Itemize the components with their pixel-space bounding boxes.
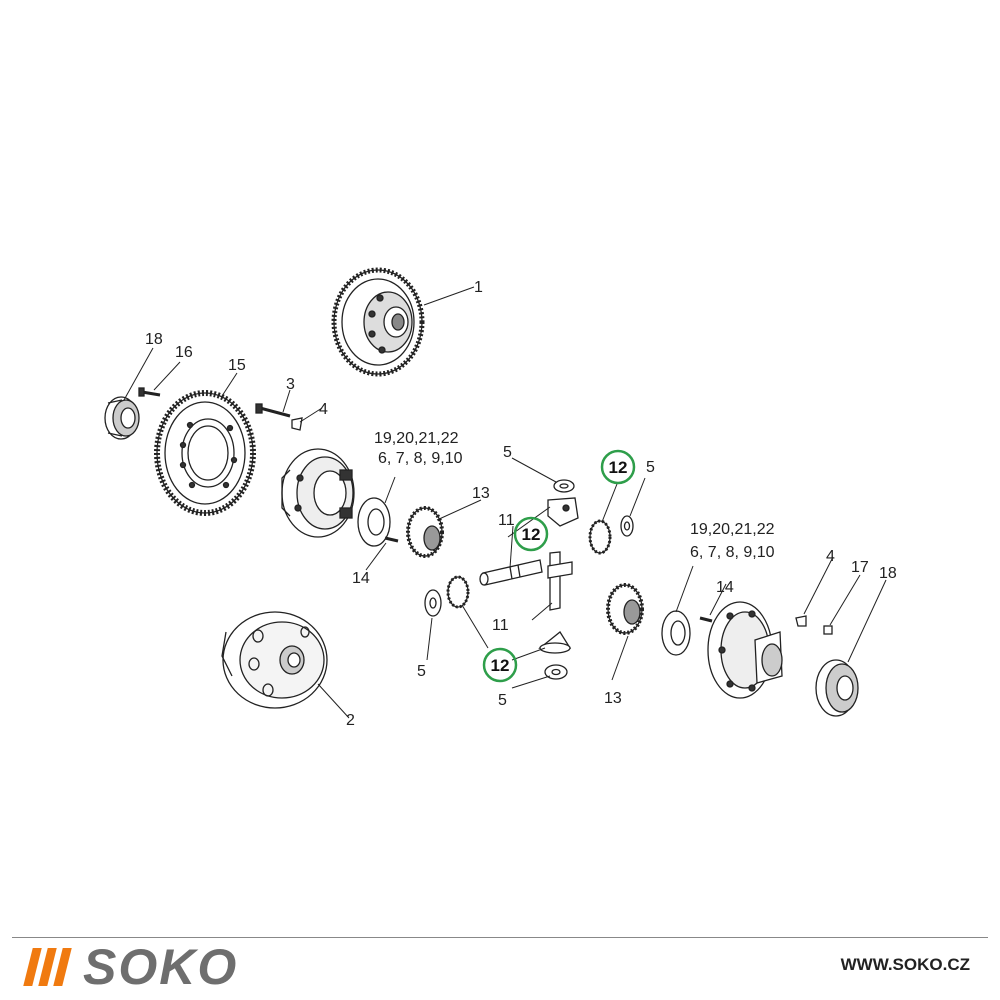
label-part-12-center: 12: [522, 525, 541, 544]
washer-5-bottom: [544, 664, 568, 680]
washer-5-left: [424, 589, 442, 617]
pinion-gear-top: [547, 497, 579, 527]
label-part-4-right: 4: [826, 548, 835, 565]
part-4-lock-plate-right: [795, 615, 807, 627]
logo-stripes-icon: [23, 948, 72, 986]
label-part-18-right: 18: [879, 565, 897, 582]
pinion-gear-bottom: [538, 631, 572, 654]
differential-housing-left: [281, 448, 355, 538]
label-part-2: 2: [346, 712, 355, 729]
label-part-13-top: 13: [472, 485, 490, 502]
website-link[interactable]: WWW.SOKO.CZ: [840, 955, 970, 974]
label-part-12-top-right: 12: [609, 458, 628, 477]
thrust-washer-left: [357, 497, 391, 547]
part-15-ring-gear: [154, 390, 256, 516]
label-part-13-bottom: 13: [604, 690, 622, 707]
part-12-highlights: [482, 449, 636, 683]
part-3-bolt: [255, 403, 291, 418]
label-part-15: 15: [228, 357, 246, 374]
label-part-18-left: 18: [145, 331, 163, 348]
brand-logo: SOKO: [23, 939, 239, 995]
part-14-pin-right: [699, 616, 713, 623]
label-part-16: 16: [175, 344, 193, 361]
part-1-crown-gear: [331, 267, 425, 377]
label-part-5-left: 5: [417, 663, 426, 680]
part-18-bearing-right: [815, 659, 859, 717]
part-13-side-gear-top: [406, 506, 444, 558]
part-2-differential-case: [221, 611, 328, 709]
exploded-diagram: 1 2 3 4 4 5 5 5 5 11 11 12 12 12 13 13 1…: [104, 267, 897, 729]
part-18-bearing-left: [104, 396, 140, 440]
label-part-5-top: 5: [503, 444, 512, 461]
washer-5-top-right: [620, 515, 634, 537]
thrust-washer-right: [661, 610, 691, 656]
part-17-nut: [823, 625, 833, 635]
label-kit-right-line2: 6, 7, 8, 9,10: [690, 544, 775, 561]
label-part-5-top-right: 5: [646, 459, 655, 476]
highlight-ring-center: [513, 516, 549, 552]
differential-housing-right: [707, 601, 783, 699]
brand-name: SOKO: [83, 939, 239, 995]
label-part-17: 17: [851, 559, 869, 576]
label-part-14-left: 14: [352, 570, 370, 587]
label-part-12-bottom: 12: [491, 656, 510, 675]
part-11-cross-shaft: [547, 551, 573, 611]
footer-divider: [12, 937, 988, 938]
pinion-gear-left: [446, 575, 470, 609]
highlight-ring-bottom: [482, 647, 518, 683]
highlight-ring-top-right: [600, 449, 636, 485]
label-part-5-bottom: 5: [498, 692, 507, 709]
label-part-14-right: 14: [716, 579, 734, 596]
label-kit-left-line1: 19,20,21,22: [374, 430, 459, 447]
label-part-11-bottom: 11: [492, 617, 509, 634]
part-14-pin-left: [384, 536, 399, 543]
pinion-gear-right: [588, 519, 612, 555]
part-labels: 1 2 3 4 4 5 5 5 5 11 11 12 12 12 13 13 1…: [145, 279, 897, 729]
label-part-3: 3: [286, 376, 295, 393]
part-16-bolt: [138, 387, 161, 397]
label-kit-right-line1: 19,20,21,22: [690, 521, 775, 538]
part-13-side-gear-bottom: [606, 583, 644, 635]
part-4-lock-plate-left: [291, 417, 303, 431]
label-kit-left-line2: 6, 7, 8, 9,10: [378, 450, 463, 467]
label-part-11-top: 11: [498, 512, 515, 529]
part-11-shaft-top: [479, 559, 543, 586]
label-part-1: 1: [474, 279, 483, 296]
label-part-4-left: 4: [319, 401, 328, 418]
washer-5-top: [553, 479, 575, 493]
